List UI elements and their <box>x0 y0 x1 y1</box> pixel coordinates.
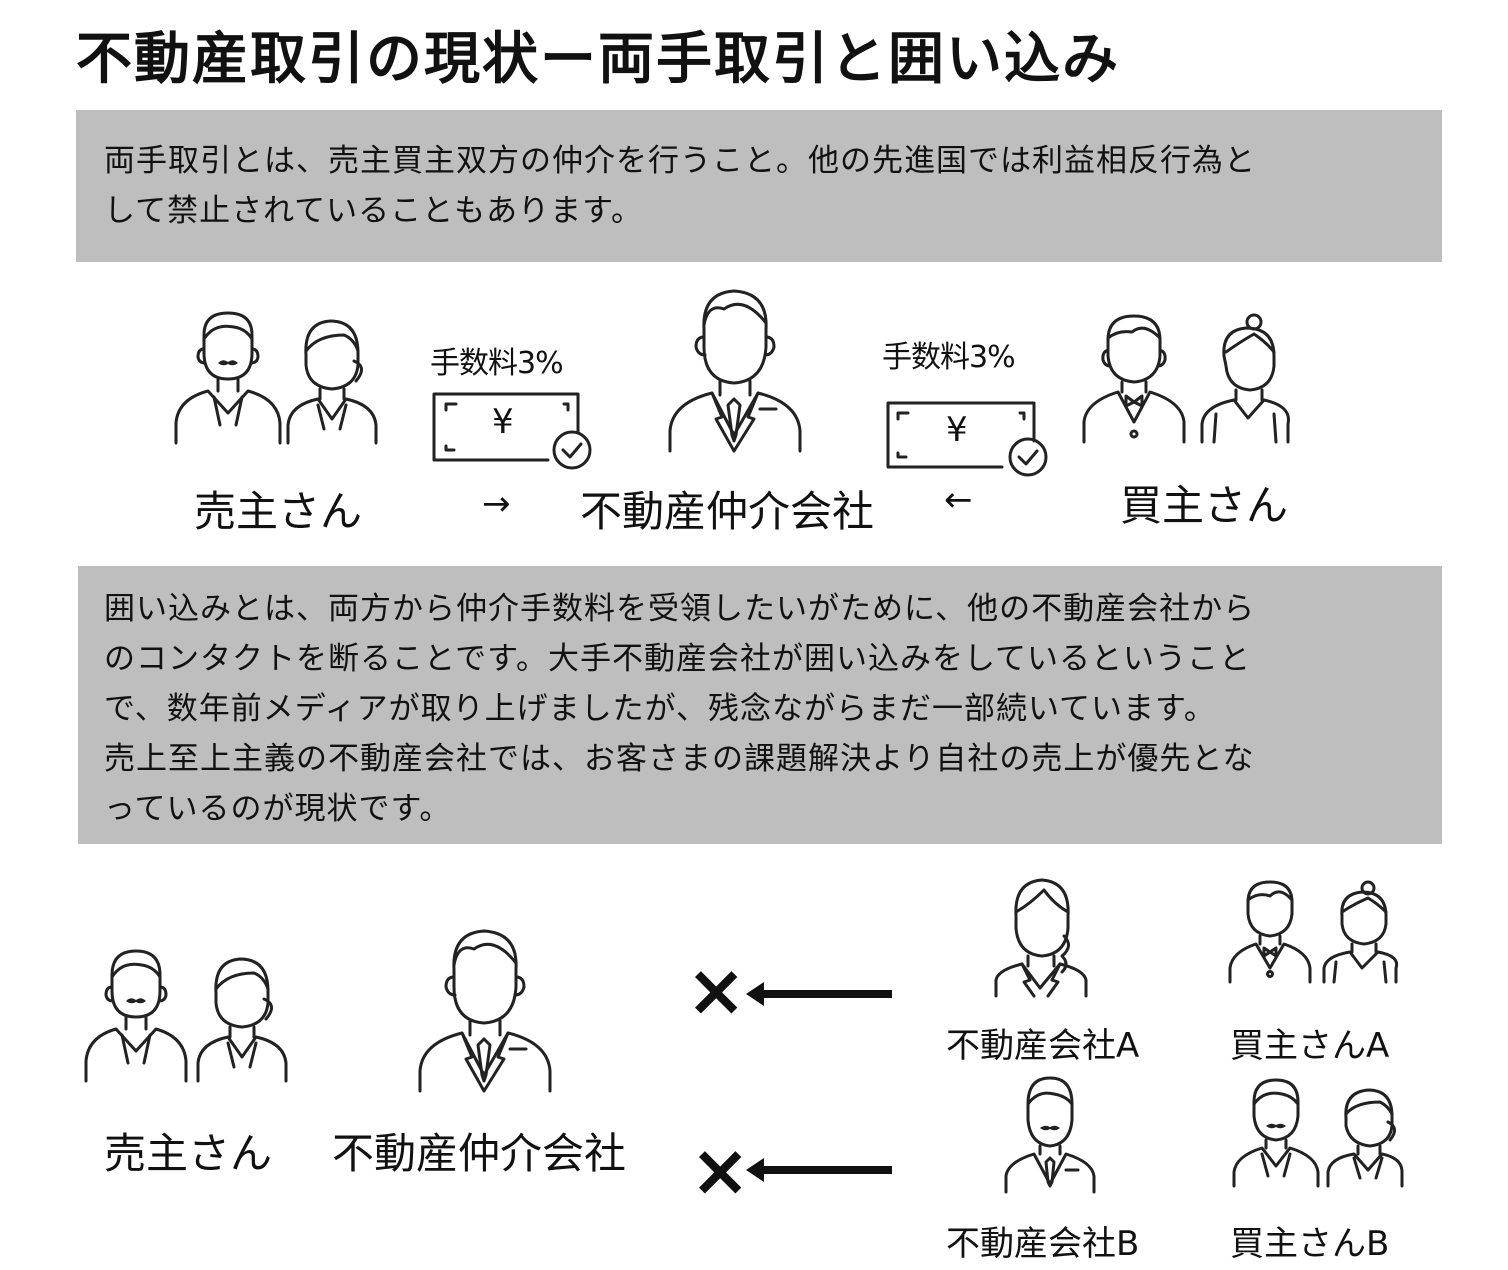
yen-symbol-right: ¥ <box>946 410 968 450</box>
buyer-b-label: 買主さんB <box>1230 1224 1390 1264</box>
page-title: 不動産取引の現状ー両手取引と囲い込み <box>76 27 1120 92</box>
box2-line-5: っているのが現状です。 <box>104 791 452 827</box>
broker-label-2: 不動産仲介会社 <box>332 1129 627 1178</box>
arrow-left-icon: ← <box>944 480 973 520</box>
man-bowtie-icon <box>1082 314 1186 444</box>
buyer-a-label: 買主さんA <box>1230 1026 1390 1066</box>
box1-line-1: 両手取引とは、売主買主双方の仲介を行うこと。他の先進国では利益相反行為と <box>104 143 1256 179</box>
woman-icon <box>286 319 378 445</box>
yen-symbol-left: ¥ <box>492 402 514 442</box>
seller-couple-icon-2 <box>84 949 288 1083</box>
company-b-agent-icon <box>1004 1076 1096 1194</box>
blocked-x-icon-top: × <box>686 948 747 1032</box>
buyer-a-couple-icon <box>1228 880 1399 984</box>
seller-couple-icon <box>174 311 378 445</box>
box2-line-3: で、数年前メディアが取り上げましたが、残念ながらまだ一部続いています。 <box>104 691 1216 727</box>
fee-left-label: 手数料3% <box>430 346 564 381</box>
arrow-left-icon-bottom <box>746 1158 892 1182</box>
kakoikomi-definition-box: 囲い込みとは、両方から仲介手数料を受領したいがために、他の不動産会社から のコン… <box>78 566 1442 844</box>
arrow-right-icon: → <box>482 484 511 524</box>
man-mustache-icon <box>174 311 282 445</box>
company-a-label: 不動産会社A <box>946 1026 1140 1066</box>
seller-label: 売主さん <box>194 487 363 536</box>
arrow-left-icon-top <box>746 982 892 1006</box>
seller-label-2: 売主さん <box>104 1129 273 1178</box>
company-b-label: 不動産会社B <box>946 1224 1140 1264</box>
money-check-icon-left <box>432 392 592 470</box>
buyer-b-couple-icon <box>1232 1078 1404 1188</box>
box2-line-2: のコンタクトを断ることです。大手不動産会社が囲い込みをしているということ <box>104 641 1252 677</box>
buyer-couple-icon <box>1082 313 1290 444</box>
company-a-agent-icon <box>994 878 1088 998</box>
broker-businessman-icon <box>668 289 802 453</box>
buyer-label: 買主さん <box>1120 481 1289 530</box>
broker-businessman-icon-2 <box>418 929 552 1093</box>
broker-label: 不動産仲介会社 <box>580 487 875 536</box>
woman-bun-icon <box>1200 313 1290 444</box>
blocked-x-icon-bottom: × <box>690 1128 751 1212</box>
money-check-icon-right <box>886 401 1048 477</box>
ryote-definition-box: 両手取引とは、売主買主双方の仲介を行うこと。他の先進国では利益相反行為と して禁… <box>76 110 1442 262</box>
fee-right-label: 手数料3% <box>882 340 1016 375</box>
box2-line-1: 囲い込みとは、両方から仲介手数料を受領したいがために、他の不動産会社から <box>104 591 1256 627</box>
box1-line-2: して禁止されていることもあります。 <box>104 193 644 229</box>
box2-line-4: 売上至上主義の不動産会社では、お客さまの課題解決より自社の売上が優先とな <box>104 741 1255 777</box>
